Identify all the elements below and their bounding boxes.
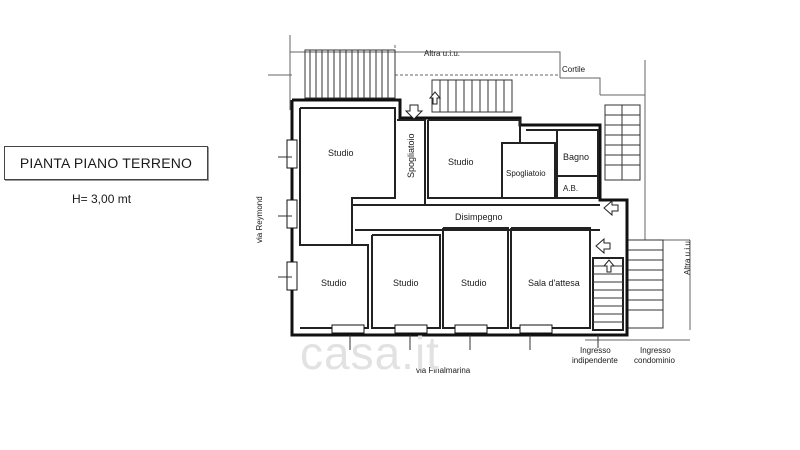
label-studio-5: Studio <box>461 278 487 288</box>
context-lines <box>268 35 691 341</box>
label-cortile: Cortile <box>562 65 586 74</box>
label-ab: A.B. <box>563 184 578 193</box>
label-ingresso-condominio-2: condominio <box>634 356 675 365</box>
stair-entrance-treads <box>593 265 623 323</box>
stair-top-left <box>304 49 396 99</box>
label-disimpegno: Disimpegno <box>455 212 503 222</box>
label-studio-2: Studio <box>448 157 474 167</box>
label-altra-uiu-right: Altra u.i.u. <box>683 239 692 275</box>
windows-left <box>286 139 298 291</box>
stair-condominio <box>627 239 664 329</box>
label-ingresso-indipendente-1: Ingresso <box>580 346 611 355</box>
arrow-down-icon <box>404 104 424 120</box>
label-sala-attesa: Sala d'attesa <box>528 278 580 288</box>
label-altra-uiu-top: Altra u.i.u. <box>424 49 460 58</box>
arrow-up-icon <box>602 259 616 273</box>
windows-bottom <box>331 324 553 334</box>
height-note: H= 3,00 mt <box>72 192 132 206</box>
arrow-left-icon <box>595 237 611 255</box>
stair-right <box>604 104 641 181</box>
label-via-finalmarina: via Finalmarina <box>416 366 471 375</box>
label-spogliatoio-1: Spogliatoio <box>406 133 416 178</box>
label-via-reymond: via Reymond <box>255 196 264 243</box>
label-ingresso-condominio-1: Ingresso <box>640 346 671 355</box>
arrow-icons <box>404 91 619 273</box>
arrow-left-icon <box>603 199 619 217</box>
label-ingresso-indipendente-2: indipendente <box>572 356 618 365</box>
label-bagno: Bagno <box>563 152 589 162</box>
plan-title: PIANTA PIANO TERRENO <box>4 146 208 180</box>
interior-walls <box>299 107 624 331</box>
section-marks <box>278 156 599 350</box>
stair-top-middle <box>431 79 513 113</box>
label-studio-1: Studio <box>328 148 354 158</box>
arrow-up-icon <box>428 91 442 105</box>
label-spogliatoio-2: Spogliatoio <box>506 169 546 178</box>
label-studio-4: Studio <box>393 278 419 288</box>
label-studio-3: Studio <box>321 278 347 288</box>
